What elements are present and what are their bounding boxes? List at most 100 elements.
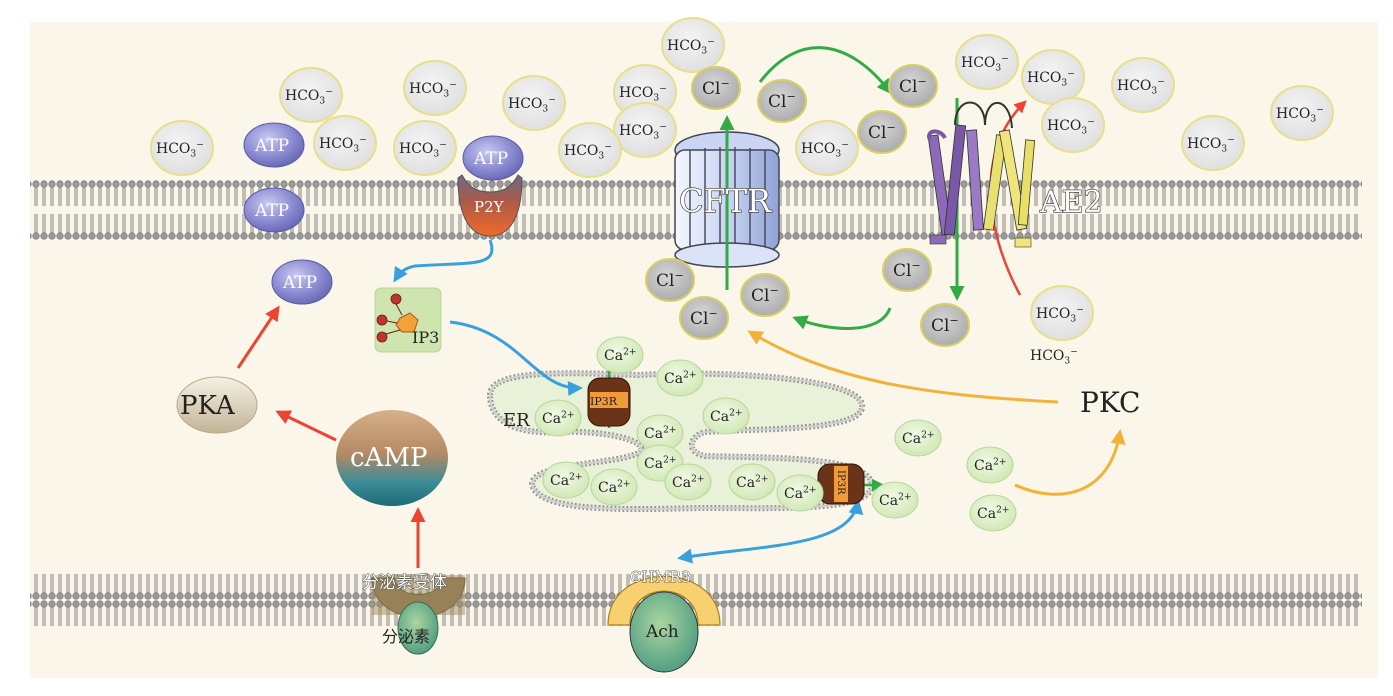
ca-ion xyxy=(871,481,919,519)
hco3-label: HCO3− xyxy=(285,87,333,106)
ach-label: Ach xyxy=(645,622,679,642)
hco3-label: HCO3− xyxy=(667,37,715,56)
atp-label: ATP xyxy=(282,273,317,293)
ca-ion xyxy=(590,468,638,506)
er-label: ER xyxy=(503,410,530,431)
secretin-label: 分泌素 xyxy=(382,627,430,646)
ca-label: Ca2+ xyxy=(644,455,676,472)
hco3-label: HCO3− xyxy=(1276,105,1324,124)
ip3r-receptor-1 xyxy=(587,377,631,427)
ip3r-label-1: IP3R xyxy=(590,395,618,408)
hco3-ion xyxy=(313,115,377,171)
camp-label: cAMP xyxy=(350,443,427,473)
ip3r-label-2: IP3R xyxy=(835,470,846,495)
ca-label: Ca2+ xyxy=(977,505,1009,522)
ca-label: Ca2+ xyxy=(644,425,676,442)
ca-ion xyxy=(966,446,1014,484)
hco3-ion xyxy=(502,75,566,131)
ip3-label: IP3 xyxy=(412,328,439,347)
arrow-p2y-to-ip3 xyxy=(393,239,494,283)
cl-label: Cl− xyxy=(656,269,684,291)
camp-node xyxy=(336,410,448,506)
cl-ion xyxy=(645,258,695,302)
cl-ion xyxy=(691,66,741,110)
hco3-ion xyxy=(661,17,725,73)
atp-molecule xyxy=(271,259,333,305)
ca-label: Ca2+ xyxy=(672,474,704,491)
arrow-ip3-to-ip3r xyxy=(449,320,583,397)
hco3-label: HCO3− xyxy=(409,80,457,99)
ca-label: Ca2+ xyxy=(604,347,636,364)
hco3-ion xyxy=(795,120,859,176)
ca-label: Ca2+ xyxy=(550,472,582,489)
ca-ion xyxy=(728,463,776,501)
cl-ion xyxy=(857,110,907,154)
hco3-label: HCO3− xyxy=(1117,77,1165,96)
secretin-receptor-label: 分泌素受体 xyxy=(362,573,447,593)
hco3-ion xyxy=(150,120,214,176)
hco3-label: HCO3− xyxy=(508,95,556,114)
hco3-label: HCO3− xyxy=(156,140,204,159)
ca-label: Ca2+ xyxy=(879,492,911,509)
hco3-ion xyxy=(1030,285,1094,341)
pkc-label: PKC xyxy=(1080,386,1140,419)
arrow-cl-recycle xyxy=(792,307,892,330)
hco3-label: HCO3− xyxy=(319,135,367,154)
arrow-ca-to-pkc xyxy=(1014,429,1126,496)
atp-molecule xyxy=(462,135,524,181)
arrow-cl-to-ae2 xyxy=(758,46,892,95)
hco3-label: HCO3− xyxy=(619,122,667,141)
ca-label: Ca2+ xyxy=(784,485,816,502)
ca-ion xyxy=(542,461,590,499)
arrow-pkc-to-cftr xyxy=(747,330,1059,404)
hco3-label: HCO3− xyxy=(619,84,667,103)
hco3-label: HCO3− xyxy=(399,140,447,159)
ca-ion xyxy=(596,336,644,374)
cl-label: Cl− xyxy=(768,90,796,112)
cl-label: Cl− xyxy=(868,121,896,143)
cl-ion xyxy=(679,296,729,340)
atp-molecule xyxy=(243,187,305,233)
ca-ion xyxy=(894,419,942,457)
cl-label: Cl− xyxy=(751,284,779,306)
hco3-label-free: HCO3− xyxy=(1030,347,1078,366)
ca-ion xyxy=(969,494,1017,532)
cl-label: Cl− xyxy=(690,307,718,329)
ca-label: Ca2+ xyxy=(598,479,630,496)
ae2-label: AE2 xyxy=(1039,185,1103,220)
hco3-ion xyxy=(1111,57,1175,113)
hco3-label: HCO3− xyxy=(1036,305,1084,324)
p2y-receptor xyxy=(457,174,523,237)
ip3-molecule xyxy=(374,287,442,353)
arrow-camp-to-pka xyxy=(275,410,337,442)
cl-label: Cl− xyxy=(931,314,959,336)
hco3-ion xyxy=(1181,115,1245,171)
hco3-ion xyxy=(279,67,343,123)
hco3-label: HCO3− xyxy=(1047,117,1095,136)
hco3-label: HCO3− xyxy=(801,140,849,159)
ca-ion xyxy=(702,397,750,435)
ip3r-receptor-2 xyxy=(817,463,865,505)
cftr-label: CFTR xyxy=(679,182,772,220)
arrow-chmr3-ip3r xyxy=(677,499,864,564)
atp-label: ATP xyxy=(254,201,289,221)
cl-ion xyxy=(757,79,807,123)
cftr-channel xyxy=(674,118,780,290)
ca-ion xyxy=(776,474,824,512)
ca-label: Ca2+ xyxy=(736,474,768,491)
p2y-label: P2Y xyxy=(474,198,505,216)
ca-label: Ca2+ xyxy=(902,430,934,447)
ions-layer: HCO3− HCO3− HCO3− HCO3− HCO3− HCO3− HCO3− HCO3−… xyxy=(150,17,1334,532)
hco3-ion xyxy=(1041,97,1105,153)
chmr3-label: CHMR3 xyxy=(630,568,691,586)
cl-ion xyxy=(882,248,932,292)
chmr3-receptor xyxy=(607,575,721,626)
ca-ion xyxy=(534,399,582,437)
pka-label: PKA xyxy=(180,391,236,421)
ach-ligand xyxy=(629,591,699,673)
hco3-ion xyxy=(613,102,677,158)
cl-ion xyxy=(920,303,970,347)
hco3-label: HCO3− xyxy=(564,142,612,161)
hco3-label: HCO3− xyxy=(1027,69,1075,88)
